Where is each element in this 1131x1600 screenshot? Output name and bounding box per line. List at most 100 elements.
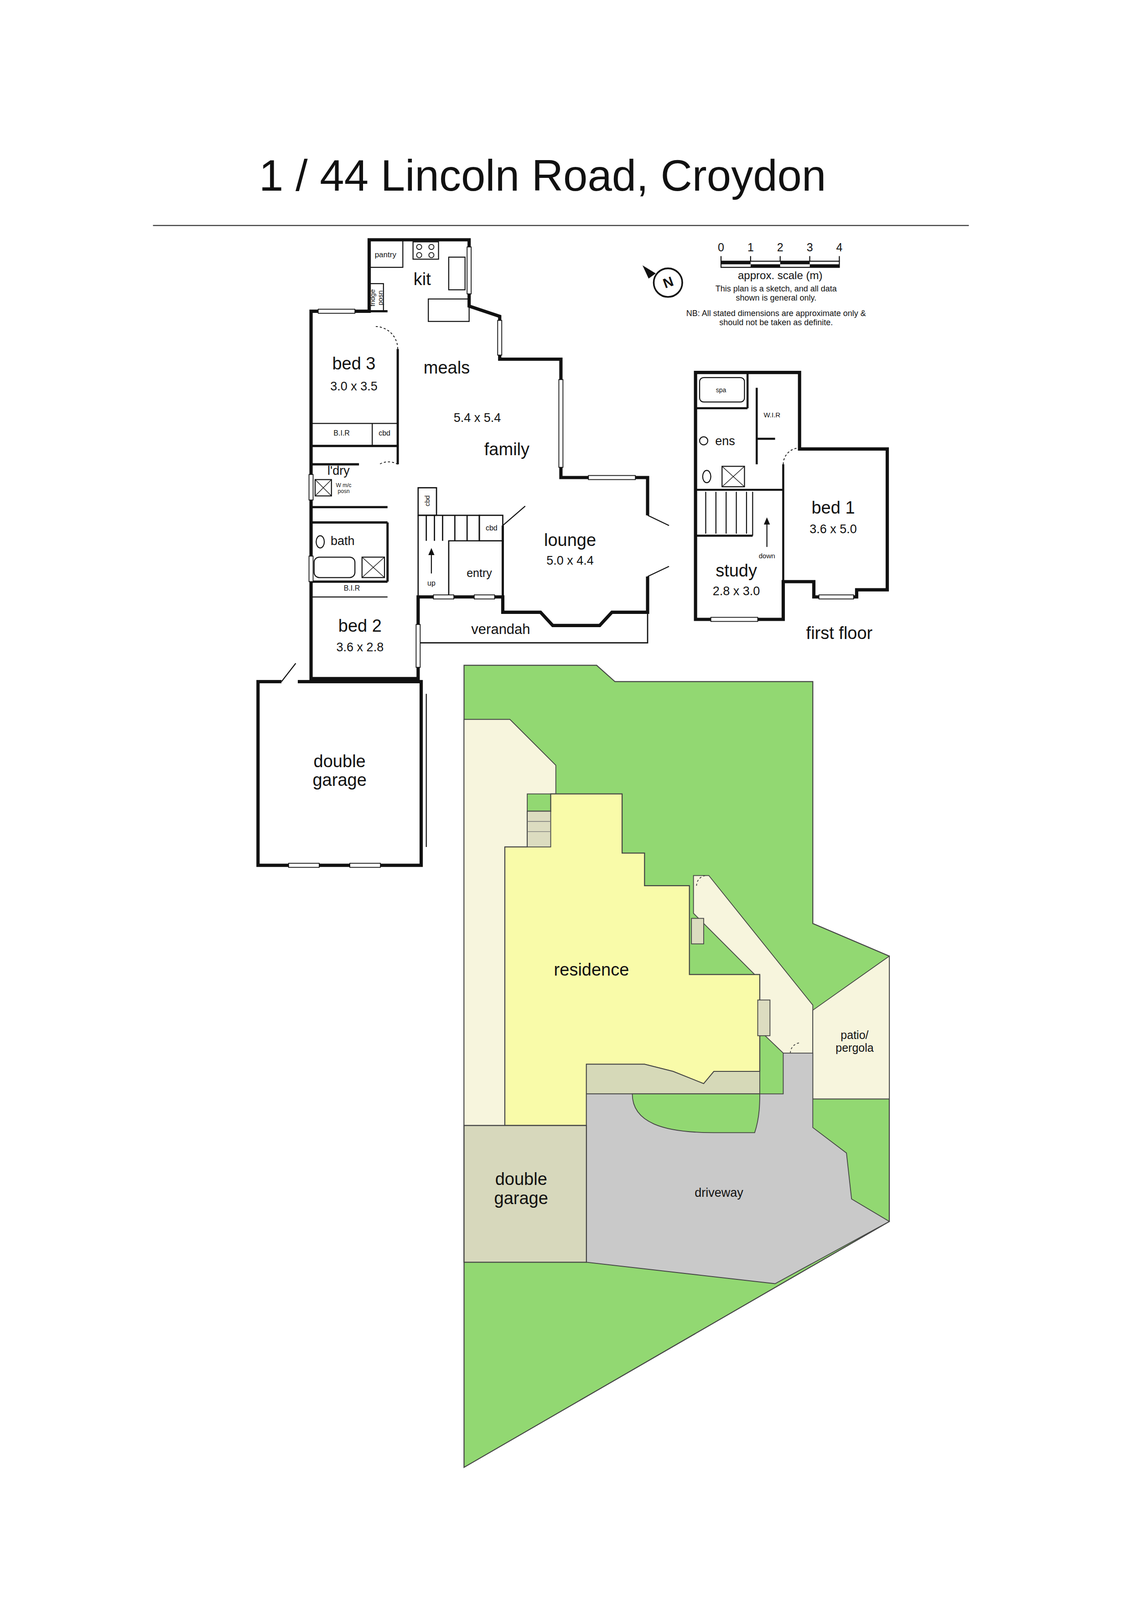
- scale-segment: [780, 261, 810, 265]
- verandah-footprint: [586, 1063, 760, 1094]
- door-swing: [783, 447, 800, 465]
- room-name: double garage: [482, 1170, 561, 1209]
- title-rule: [152, 224, 969, 226]
- room-name: bed 3: [332, 354, 376, 374]
- room-name: double garage: [300, 752, 379, 791]
- gate-swing: [696, 875, 707, 886]
- bench: [428, 299, 469, 322]
- step-block: [757, 1000, 771, 1036]
- room-label: 3.6 x 2.8: [336, 640, 384, 655]
- cupboard: [418, 487, 437, 515]
- stair-direction: down: [758, 552, 776, 561]
- room-name: bed 2: [338, 616, 382, 636]
- garage-footprint: [463, 1125, 587, 1263]
- window: [558, 379, 563, 467]
- room-name: bed 1: [811, 498, 855, 518]
- window: [710, 617, 758, 622]
- door-opening: [281, 679, 298, 684]
- room-label: 5.0 x 4.4: [546, 554, 594, 568]
- window: [318, 309, 356, 314]
- toilet: [702, 470, 711, 483]
- step-line: [527, 831, 551, 832]
- window: [349, 863, 381, 868]
- room-name: residence: [554, 960, 630, 980]
- window: [588, 475, 636, 480]
- room-name: W m/c posn: [334, 482, 353, 495]
- site-region: driveway: [683, 1182, 755, 1204]
- storage-room: W.I.R: [759, 407, 785, 422]
- window: [497, 320, 502, 355]
- plan-note: This plan is a sketch, and all data show…: [705, 284, 847, 303]
- shower-cross: [721, 466, 745, 487]
- burner: [416, 244, 422, 250]
- french-door: [647, 515, 670, 577]
- north-pointer: [642, 265, 656, 279]
- room-area: lounge 5.0 x 4.4: [509, 522, 633, 574]
- room-name: B.I.R: [333, 429, 350, 438]
- washer: [315, 479, 332, 497]
- step-block: [691, 918, 704, 945]
- shower: [362, 557, 385, 578]
- patio: [812, 955, 890, 1099]
- room-label: family: [484, 440, 530, 460]
- lawn: [463, 665, 890, 1468]
- shower-cross: [362, 557, 385, 578]
- garage-wall: [258, 681, 422, 866]
- storage-room: cbd: [373, 425, 396, 444]
- step-line: [527, 820, 551, 822]
- room-label: 3.6 x 5.0: [809, 522, 857, 537]
- room-label: 5.4 x 5.4: [453, 411, 502, 426]
- room-name: bath: [330, 534, 355, 549]
- room-area: bed 1 3.6 x 5.0: [795, 489, 872, 541]
- room-name: B.I.R: [343, 584, 361, 593]
- joinery-line: [311, 240, 403, 597]
- room-area: bath: [326, 532, 363, 551]
- floor-label: first floor: [806, 623, 873, 644]
- room-name: meals: [423, 358, 470, 378]
- verandah-edge: [418, 612, 648, 643]
- scale-number: 3: [806, 241, 814, 255]
- storage-room: cbd: [481, 522, 503, 541]
- room-name: spa: [715, 387, 727, 395]
- fixture-label: spa: [708, 383, 735, 398]
- plan-title: 1 / 44 Lincoln Road, Croydon: [259, 151, 826, 200]
- room-area: ens: [711, 432, 741, 451]
- room-area: kit: [405, 264, 441, 294]
- stair-arrowhead: [763, 517, 770, 525]
- bathtub: [314, 557, 355, 578]
- driveway-area: [586, 1053, 890, 1284]
- room-area: entry: [463, 565, 497, 582]
- window: [819, 594, 854, 599]
- stair: [418, 515, 480, 597]
- north-compass: [653, 268, 683, 297]
- room-area: verandah: [458, 619, 546, 639]
- site-region: patio/ pergola: [820, 1019, 887, 1063]
- storage-room: B.I.R: [314, 425, 371, 444]
- appliance-space: W m/c posn: [332, 479, 355, 498]
- door-swing: [379, 461, 398, 465]
- room-name: pantry: [374, 250, 397, 260]
- room-name: cbd: [378, 429, 391, 438]
- site-region: double garage: [469, 1162, 582, 1219]
- room-area: double garage: [275, 739, 405, 801]
- shower: [721, 466, 745, 487]
- room-name: study: [715, 561, 758, 581]
- door-swing: [375, 326, 398, 349]
- basin: [316, 535, 325, 549]
- scale-caption: approx. scale (m): [737, 269, 823, 282]
- room-name: lounge: [544, 530, 597, 550]
- burner: [428, 244, 434, 250]
- residence-footprint: [504, 793, 760, 1126]
- stair-direction: up: [427, 579, 436, 588]
- internal-wall: [311, 311, 503, 597]
- site-region: residence: [535, 953, 648, 987]
- stair: [705, 491, 753, 536]
- room-name: W.I.R: [763, 411, 781, 420]
- burner: [416, 252, 422, 258]
- room-name: l'dry: [327, 464, 350, 478]
- door-opening: [645, 515, 650, 577]
- internal-wall: [695, 372, 784, 582]
- room-area: meals 5.4 x 5.4 family: [402, 352, 556, 465]
